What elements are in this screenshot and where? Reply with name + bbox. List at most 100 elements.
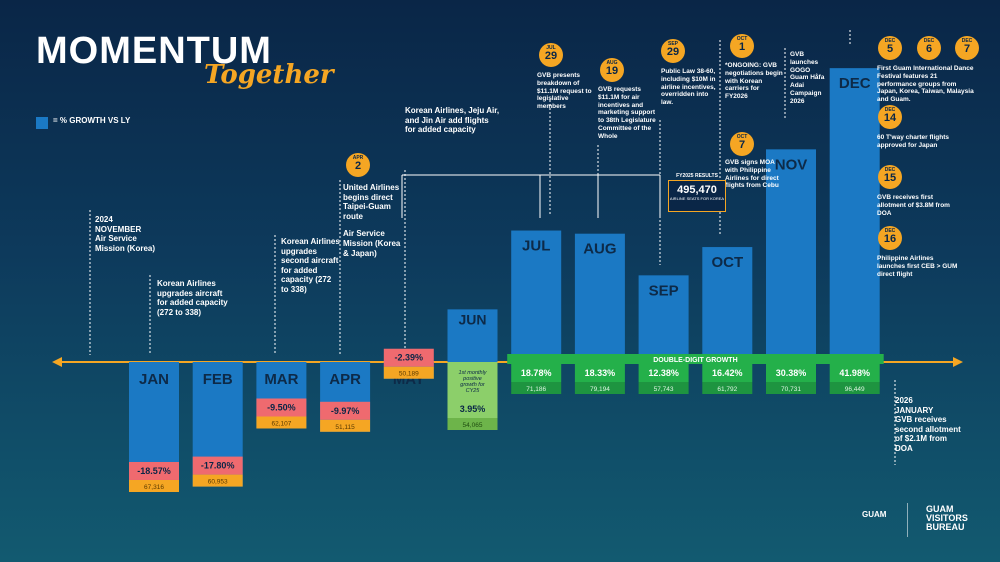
seat-box [256,416,307,429]
growth-box [511,364,562,382]
note-jan: Korean Airlines upgrades aircraft for ad… [157,279,228,317]
category-label: JAN [139,371,169,388]
category-label: DEC [839,75,871,92]
seat-label: 79,194 [590,386,610,393]
seat-box [574,382,625,394]
growth-label: 18.78% [521,368,552,378]
growth-label: 16.42% [712,368,743,378]
note-may: Korean Airlines, Jeju Air, and Jin Air a… [405,106,500,135]
seat-box [383,366,434,379]
note-oct1: *ONGOING: GVB negotiations begin with Ko… [725,62,783,101]
legend-label: = % GROWTH VS LY [53,116,131,125]
seat-label: 50,189 [399,371,419,378]
fy2025-sub: AIRLINE SEATS FOR KOREA [669,196,725,201]
growth-label: 41.98% [839,368,870,378]
note-mar: Korean Airlines upgrades second aircraft… [281,237,340,294]
double-digit-label: DOUBLE-DIGIT GROWTH [653,357,737,364]
note-dec15: GVB receives first allotment of $3.8M fr… [877,194,950,217]
gvb-logo: GUAM VISITORS BUREAU [926,504,968,532]
note-nov: GVB launches GOGO Guam Håfa Adai Campaig… [790,51,825,105]
growth-label: -9.50% [267,403,296,413]
note-nov2024: 2024 NOVEMBER Air Service Mission (Korea… [95,215,156,253]
title-script: Together [204,60,334,90]
bar-nov [766,149,816,362]
growth-box [638,364,689,382]
seat-label: 67,316 [144,484,164,491]
growth-label: 3.95% [460,404,486,414]
bar-aug [574,233,625,362]
bar-dec [829,68,880,362]
note-apr2: United Airlines begins direct Taipei-Gua… [343,183,401,258]
category-label: FEB [203,371,233,388]
seat-box [638,382,689,394]
title-main: MOMENTUM [36,30,272,72]
legend-swatch [36,117,48,129]
note-sep29: Public Law 38-60, including $10M in airl… [661,68,716,107]
note-dec14: 60 T'way charter flights approved for Ja… [877,134,949,149]
growth-box [192,456,243,475]
growth-box [129,461,179,480]
note-jul29: GVB presents breakdown of $11.1M request… [537,72,592,111]
seat-label: 70,731 [781,386,801,393]
axis-arrow-left [52,357,62,367]
note-oct7: GVB signs MOA with Philippine Airlines f… [725,159,779,190]
seat-label: 60,953 [208,479,228,486]
seat-box [766,382,816,394]
growth-label: -9.97% [331,406,360,416]
category-label: SEP [649,282,679,299]
seat-box [511,382,562,394]
growth-label: 18.33% [585,368,616,378]
seat-label: 51,115 [335,424,355,431]
category-label: AUG [583,241,616,258]
growth-box [766,364,816,382]
seat-label: 61,792 [717,386,737,393]
note-aug19: GVB requests $11.1M for air incentives a… [598,86,656,140]
growth-label: 12.38% [648,368,679,378]
seat-label: 96,449 [845,386,865,393]
growth-label: -18.57% [137,466,171,476]
seat-label: 71,186 [526,386,546,393]
seat-box [702,382,753,394]
seat-box [320,419,371,432]
category-label: OCT [711,254,743,271]
seat-box [192,474,243,487]
growth-box [383,348,434,367]
growth-box [702,364,753,382]
category-label: NOV [775,156,808,173]
fy2025-title: FY2025 RESULTS [676,173,718,179]
category-label: MAR [264,371,298,388]
bar-jul [511,230,562,362]
bar-jun [447,309,498,362]
seat-box [447,418,498,430]
growth-label: -17.80% [201,461,235,471]
growth-box [320,401,371,420]
double-digit-band [507,354,884,364]
category-label: JUN [458,311,486,327]
note-dec7: First Guam International Dance Festival … [877,65,974,104]
growth-label: 30.38% [776,368,807,378]
bar-sep [638,275,689,362]
seat-label: 57,743 [654,386,674,393]
fy2025-box: 495,470 AIRLINE SEATS FOR KOREA [668,180,726,212]
growth-box [574,364,625,382]
seat-label: 54,065 [463,422,483,429]
seat-box [829,382,880,394]
category-label: APR [329,371,361,388]
seat-box [129,479,179,492]
bar-oct [702,247,753,362]
note-jan2026: 2026 JANUARY GVB receives second allotme… [895,396,961,453]
growth-label: -2.39% [395,353,424,363]
guam-logo: GUAM [862,510,887,519]
